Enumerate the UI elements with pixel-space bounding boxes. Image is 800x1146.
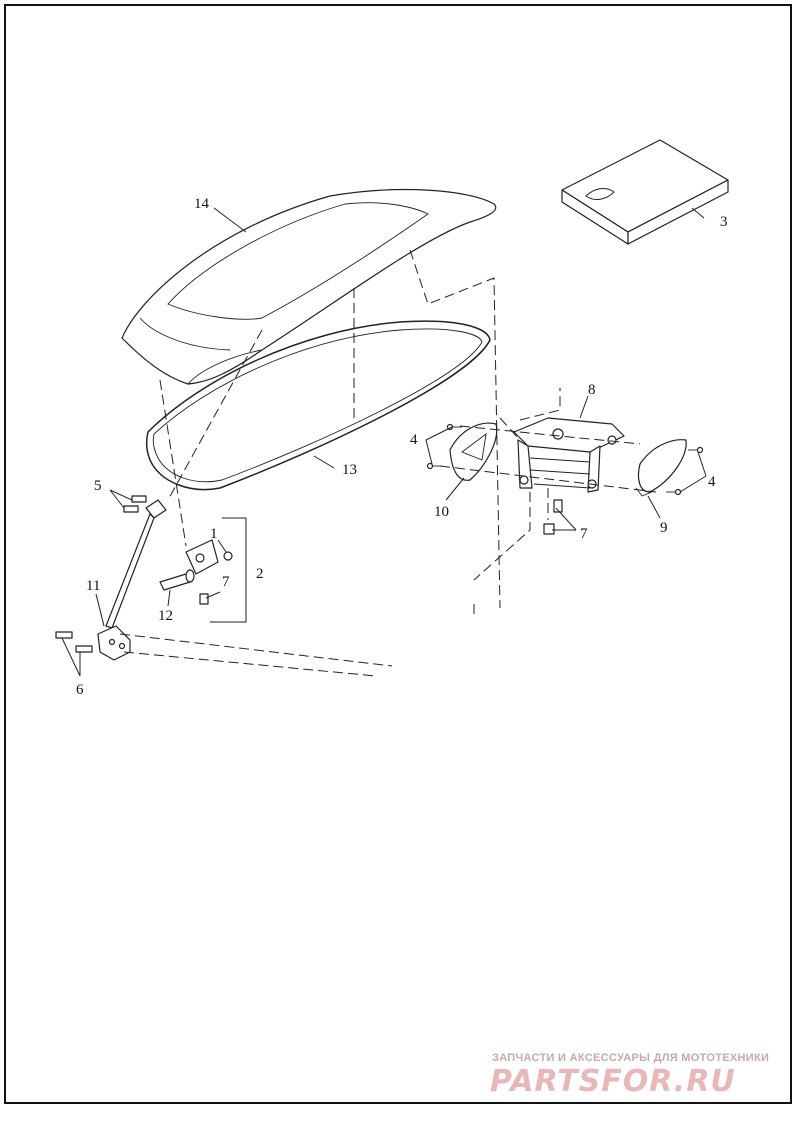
part-hinge-bracket (513, 417, 625, 493)
callout-8: 8 (588, 382, 596, 398)
part-bolts-7 (199, 499, 563, 605)
callout-7-right: 7 (580, 526, 588, 542)
part-lid (121, 188, 497, 385)
callout-11: 11 (86, 578, 100, 594)
callout-3: 3 (720, 214, 728, 230)
callout-4-right: 4 (708, 474, 716, 490)
callout-6: 6 (76, 682, 84, 698)
watermark-tagline: ЗАПЧАСТИ И АКСЕССУАРЫ ДЛЯ МОТОТЕХНИКИ (492, 1052, 770, 1064)
callout-10: 10 (434, 504, 449, 520)
part-seal (145, 320, 491, 491)
watermark-logo: PARTSFOR.RU (490, 1064, 736, 1099)
callout-4-left: 4 (410, 432, 418, 448)
part-bolts-5 (123, 495, 147, 513)
part-support-rod (97, 499, 167, 661)
part-left-cover (449, 422, 498, 481)
callout-13: 13 (342, 462, 357, 478)
leader-lines (61, 207, 707, 677)
part-screws-4 (426, 423, 704, 496)
callout-1: 1 (210, 526, 218, 542)
callout-12: 12 (158, 608, 173, 624)
page-frame (4, 4, 792, 1104)
assembly-lines (119, 249, 657, 677)
part-manual (561, 139, 729, 245)
part-bolts-6 (55, 631, 93, 653)
callout-2: 2 (256, 566, 264, 582)
callout-14: 14 (194, 196, 210, 212)
part-pivot-assembly (159, 539, 233, 591)
callout-9: 9 (660, 520, 668, 536)
part-right-cover (635, 439, 687, 497)
callout-5: 5 (94, 478, 102, 494)
callout-7-left: 7 (222, 574, 230, 590)
